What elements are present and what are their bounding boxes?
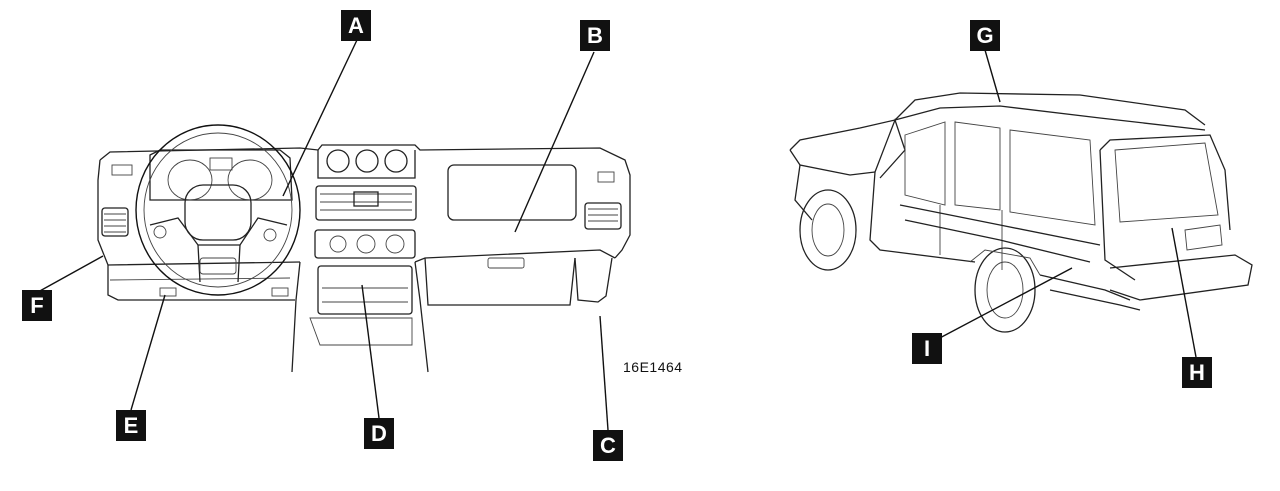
callout-label-a: A — [341, 10, 371, 41]
callout-label-i: I — [912, 333, 942, 364]
leader-lines — [37, 39, 1197, 431]
callout-label-d: D — [364, 418, 394, 449]
vehicle-illustration — [789, 92, 1253, 333]
dashboard-illustration — [97, 124, 631, 373]
callout-label-e: E — [116, 410, 146, 441]
callout-label-g: G — [970, 20, 1000, 51]
figure-code: 16E1464 — [623, 359, 683, 375]
callout-label-b: B — [580, 20, 610, 51]
callout-label-h: H — [1182, 357, 1212, 388]
callout-label-f: F — [22, 290, 52, 321]
callout-label-c: C — [593, 430, 623, 461]
